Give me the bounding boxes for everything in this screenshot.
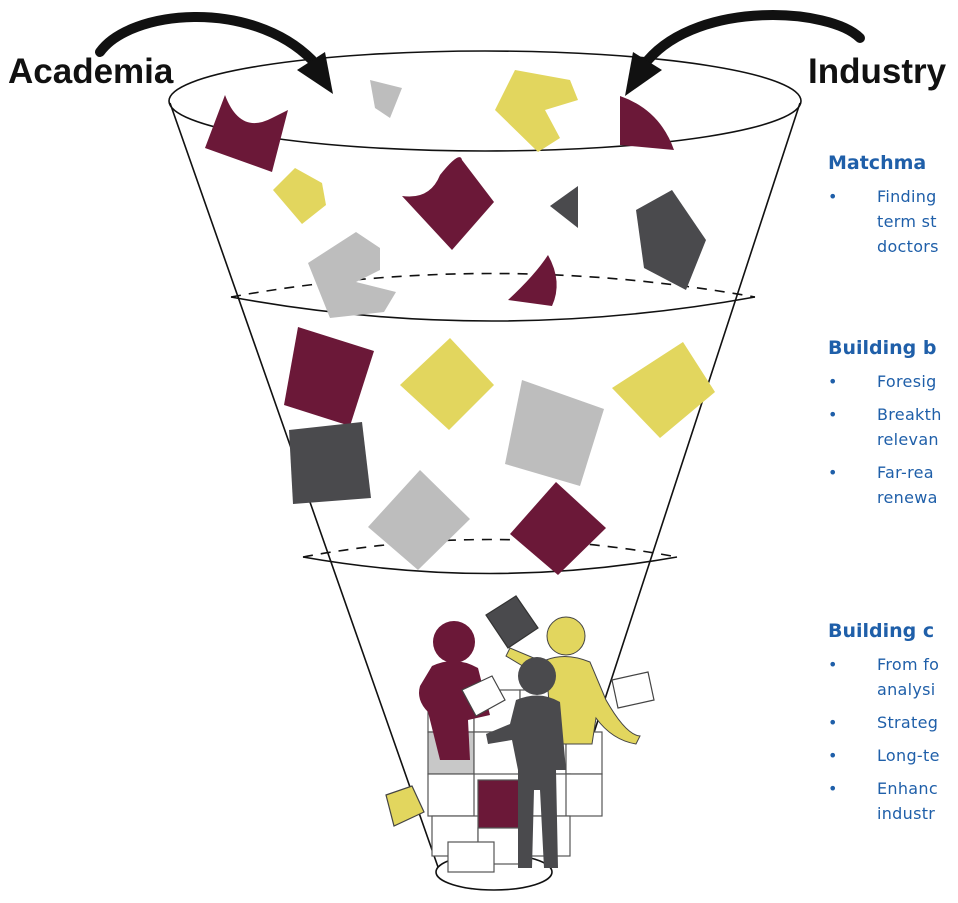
list-item: Enhanc industr (828, 776, 958, 826)
fragment-pieces (205, 70, 706, 318)
industry-label: Industry (808, 52, 947, 91)
fragment-piece (402, 157, 494, 250)
block-square (368, 470, 470, 570)
fragment-piece (273, 168, 326, 224)
held-cube (461, 675, 506, 717)
fragment-piece (205, 95, 288, 172)
list-item: Foresig (828, 369, 958, 394)
building-blocks (284, 327, 715, 575)
fragment-piece (370, 80, 402, 118)
block-square (400, 338, 494, 430)
fragment-piece (636, 190, 706, 290)
list-item: Far-rea renewa (828, 460, 958, 510)
bullet-list: Finding term st doctors (828, 184, 958, 259)
item-line: renewa (877, 488, 938, 507)
layer-2-front (302, 556, 678, 575)
fragment-piece (508, 255, 557, 306)
item-line: Long-te (877, 746, 940, 765)
block-square (612, 342, 715, 438)
held-cube (485, 595, 539, 649)
funnel-outline (168, 50, 802, 891)
layer-2-back (302, 538, 678, 558)
section-building-blocks: Building b Foresig Breakth relevan Far-r… (828, 337, 958, 518)
section-heading: Building b (828, 337, 937, 359)
item-line: Far-rea (877, 463, 934, 482)
list-item: Finding term st doctors (828, 184, 958, 259)
held-cube (611, 671, 655, 709)
item-line: Breakth (877, 405, 942, 424)
item-line: Foresig (877, 372, 937, 391)
fragment-piece (550, 186, 578, 228)
item-line: industr (877, 804, 936, 823)
fragment-piece (308, 232, 396, 318)
item-line: From fo (877, 655, 940, 674)
layer-1-front (230, 296, 756, 322)
section-building-constructions: Building c From fo analysi Strateg Long-… (828, 620, 958, 834)
section-heading: Matchma (828, 152, 927, 174)
item-line: analysi (877, 680, 936, 699)
block-square (284, 327, 374, 426)
person-gray (486, 657, 566, 868)
academia-label: Academia (8, 52, 174, 91)
block-square (289, 422, 371, 504)
funnel-rim (168, 50, 802, 152)
fragment-piece (620, 96, 674, 150)
item-line: Finding (877, 187, 937, 206)
block-square (510, 482, 606, 575)
list-item: From fo analysi (828, 652, 958, 702)
fragment-piece (495, 70, 578, 152)
industry-arrow (625, 10, 865, 96)
section-matchmaking: Matchma Finding term st doctors (828, 152, 958, 267)
people-building-illustration (385, 595, 655, 873)
list-item: Long-te (828, 743, 958, 768)
list-item: Strateg (828, 710, 958, 735)
bullet-list: From fo analysi Strateg Long-te Enhanc i… (828, 652, 958, 826)
bullet-list: Foresig Breakth relevan Far-rea renewa (828, 369, 958, 510)
item-line: Strateg (877, 713, 939, 732)
academia-arrow (95, 12, 333, 94)
block-square (505, 380, 604, 486)
list-item: Breakth relevan (828, 402, 958, 452)
item-line: relevan (877, 430, 939, 449)
section-heading: Building c (828, 620, 935, 642)
loose-cube (385, 785, 425, 827)
item-line: Enhanc (877, 779, 938, 798)
item-line: doctors (877, 237, 939, 256)
item-line: term st (877, 212, 937, 231)
